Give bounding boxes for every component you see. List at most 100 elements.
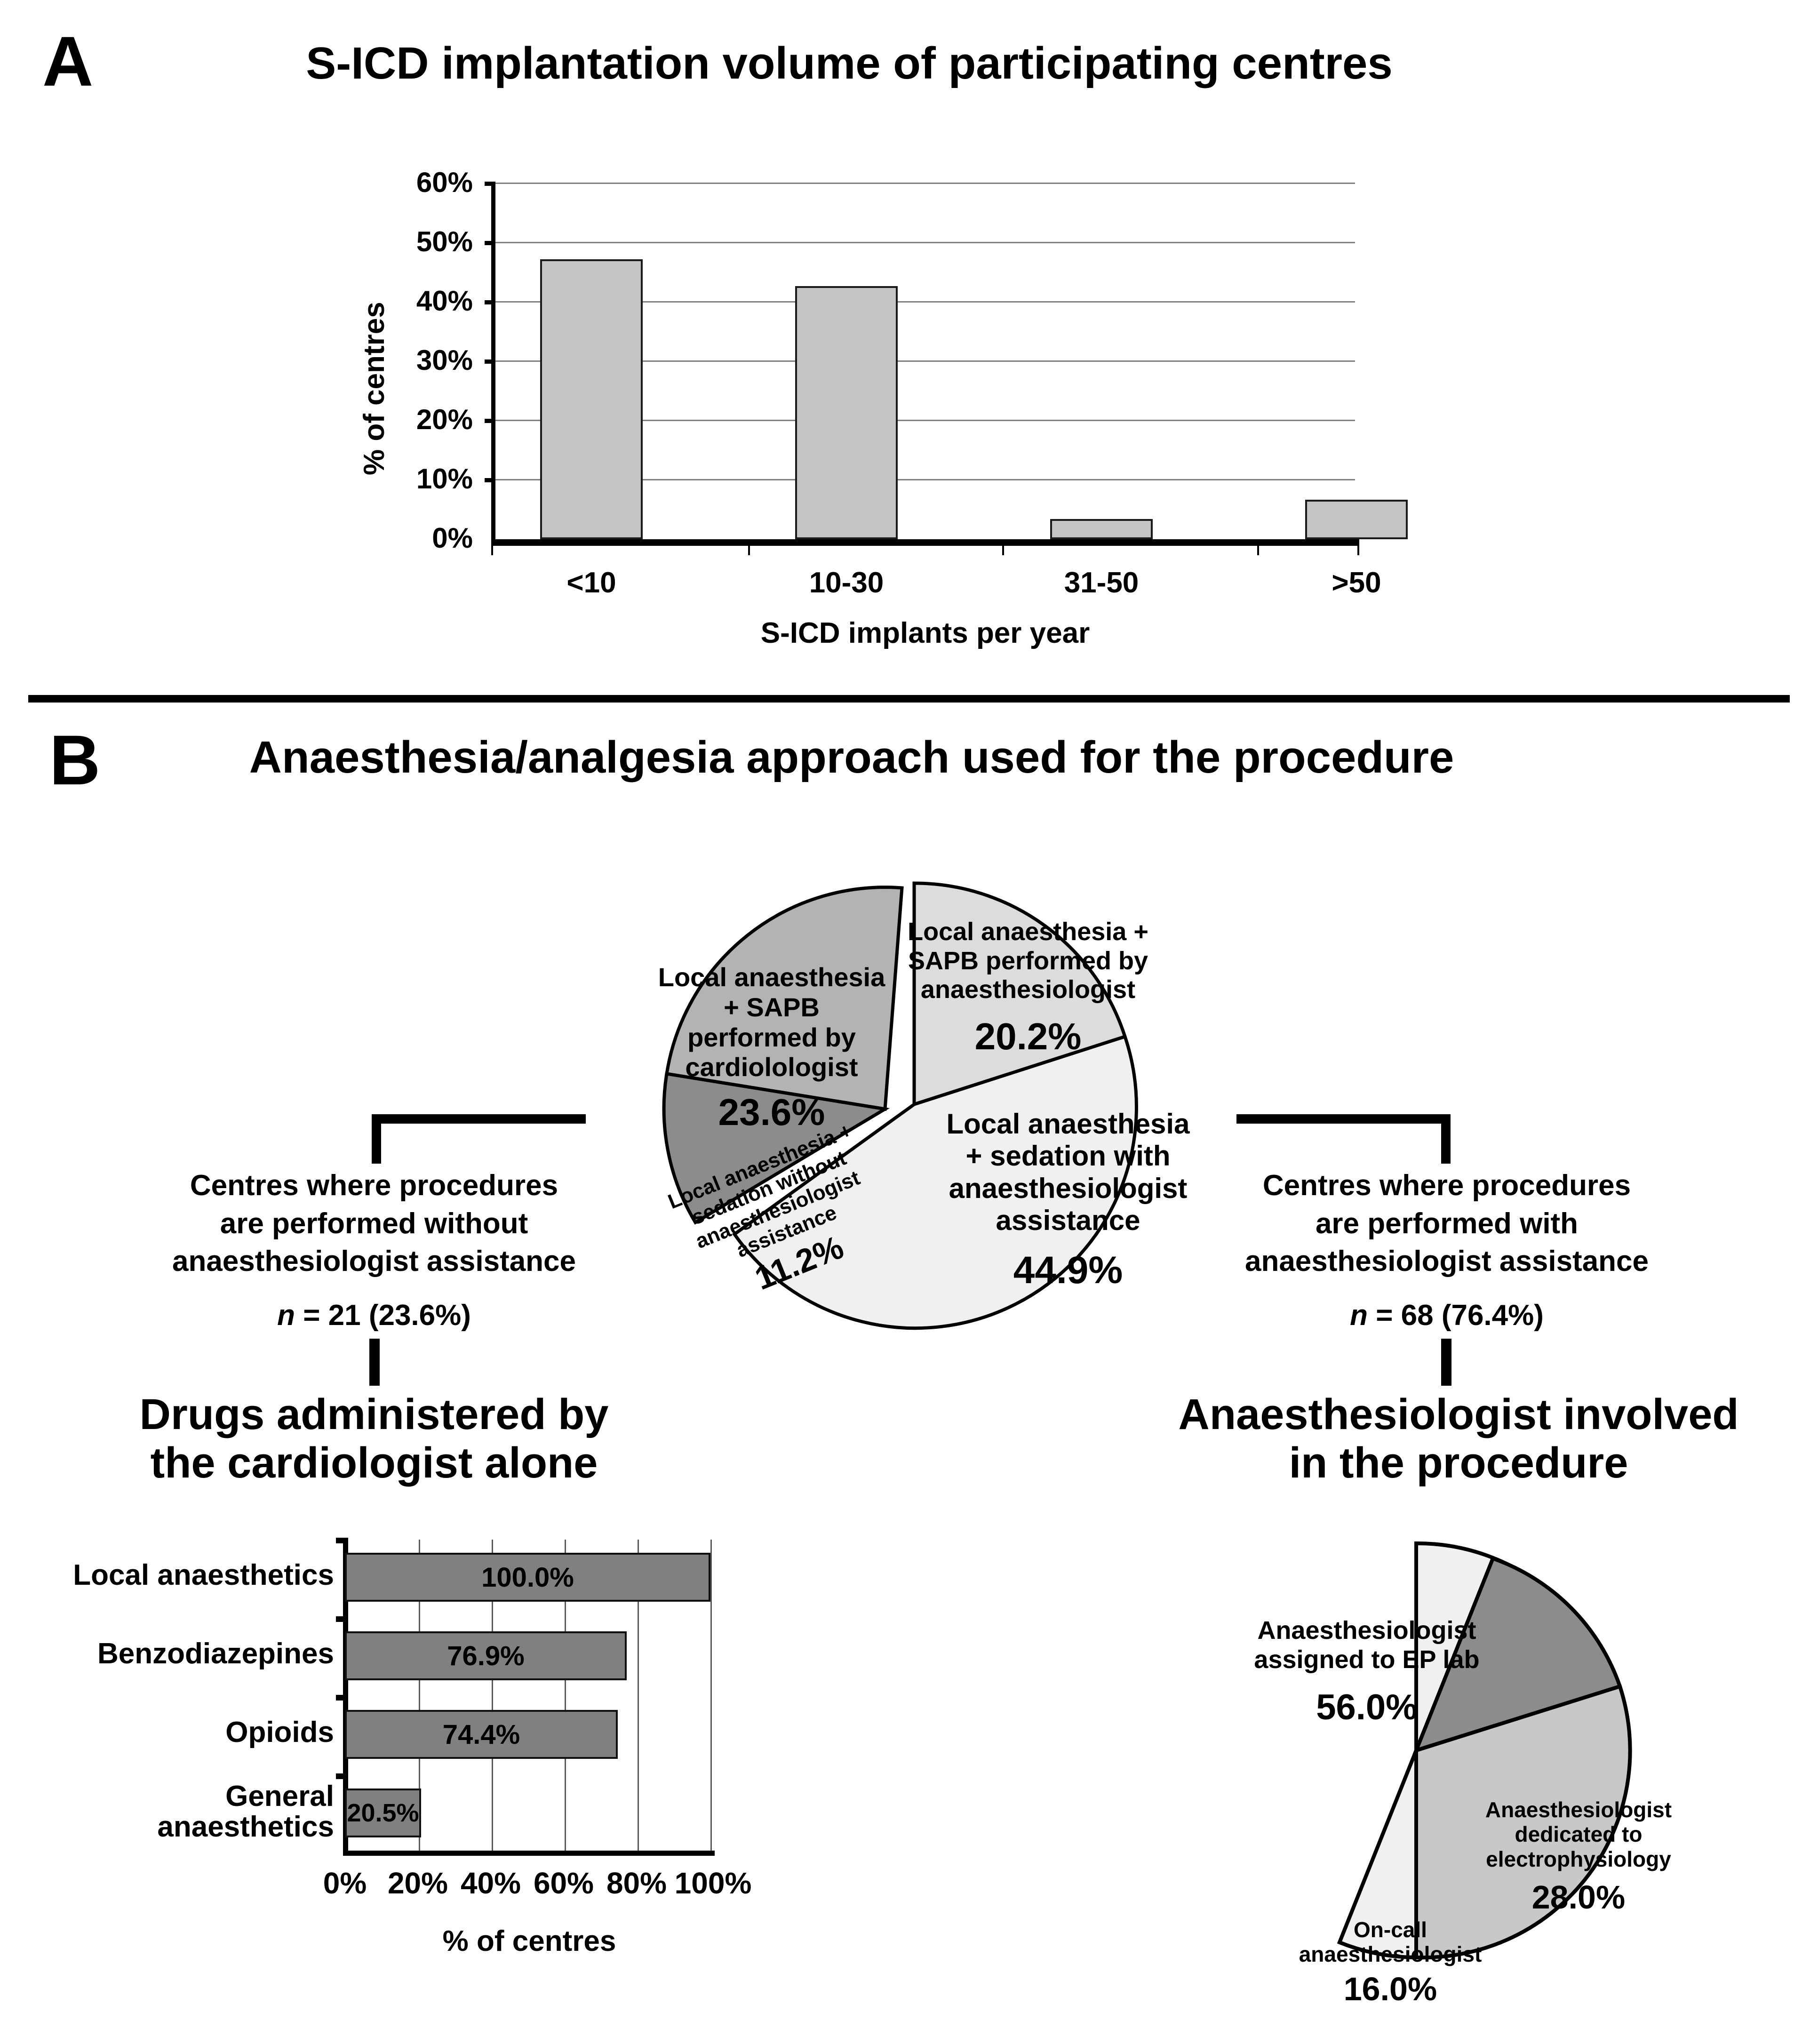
right-subtitle-line2: in the procedure (1289, 1439, 1628, 1487)
hb-gridline-20 (419, 1540, 420, 1852)
hb-bar-opioids: 74.4% (345, 1710, 618, 1759)
gridline-20 (494, 420, 1355, 421)
x-category-10-30: 10-30 (809, 567, 884, 599)
hb-category-opioids: Opioids (225, 1716, 334, 1749)
hb-gridline-100 (710, 1540, 712, 1852)
y-tick-label-40: 40% (416, 285, 473, 317)
y-tick-60 (485, 182, 494, 186)
slice-sedation-without-assistance (662, 1071, 890, 1225)
panel-b-letter: B (49, 720, 100, 799)
hb-x-tick-40: 40% (460, 1866, 521, 1900)
anaesthesia-approach-pie: Local anaesthesia + SAPB performed by an… (572, 826, 1230, 1414)
x-tick-3 (1257, 539, 1259, 555)
left-annotation-n: n = 21 (23.6%) (125, 1297, 623, 1335)
hb-x-tick-80: 80% (606, 1866, 667, 1900)
gridline-10 (494, 479, 1355, 480)
gridline-30 (494, 360, 1355, 362)
y-tick-label-50: 50% (416, 226, 473, 257)
y-tick-50 (485, 241, 494, 245)
slice-sapb-cardiologist (664, 886, 904, 1111)
right-annotation: Centres where procedures are performed w… (1197, 1167, 1696, 1334)
right-annotation-line3: anaesthesiologist assistance (1244, 1245, 1649, 1278)
bar-lt10 (540, 259, 643, 539)
left-annotation-n-value: = 21 (23.6%) (295, 1299, 471, 1332)
panel-a-x-axis (491, 539, 1359, 546)
left-annotation-line2: are performed without (220, 1207, 528, 1240)
hb-bar-benzodiazepines: 76.9% (345, 1631, 627, 1680)
y-tick-label-60: 60% (416, 167, 473, 198)
gridline-50 (494, 242, 1355, 243)
y-tick-label-20: 20% (416, 404, 473, 435)
left-annotation-line1: Centres where procedures (190, 1169, 558, 1202)
x-category-gt50: >50 (1332, 567, 1381, 599)
panel-a-letter: A (42, 22, 93, 101)
bar-gt50 (1305, 500, 1408, 539)
hb-x-tick-20: 20% (387, 1866, 448, 1900)
left-bracket-vertical (372, 1114, 381, 1164)
right-bracket-vertical (1441, 1114, 1451, 1164)
x-category-31-50: 31-50 (1064, 567, 1139, 599)
hb-y-tick-3 (336, 1773, 346, 1779)
right-connector-stem (1441, 1339, 1451, 1386)
hb-x-tick-0: 0% (323, 1866, 367, 1900)
hb-gridline-60 (565, 1540, 566, 1852)
y-tick-label-30: 30% (416, 344, 473, 376)
hb-value-label: 20.5% (347, 1799, 419, 1827)
hb-gridline-80 (638, 1540, 639, 1852)
panel-a-title: S-ICD implantation volume of participati… (306, 38, 1393, 88)
hb-x-tick-100: 100% (674, 1866, 752, 1900)
hb-value-label: 74.4% (442, 1719, 520, 1750)
right-bracket-horizontal (1236, 1114, 1451, 1124)
left-annotation-n-symbol: n (277, 1299, 295, 1332)
left-annotation: Centres where procedures are performed w… (125, 1167, 623, 1334)
hb-y-tick-1 (336, 1616, 346, 1622)
hb-bar-local-anaesthetics: 100.0% (345, 1553, 710, 1602)
x-category-lt10: <10 (566, 567, 616, 599)
right-annotation-n-value: = 68 (76.4%) (1367, 1299, 1544, 1332)
gridline-40 (494, 301, 1355, 303)
right-annotation-n-symbol: n (1350, 1299, 1368, 1332)
y-tick-10 (485, 478, 494, 482)
slice-sedation-with-assistance (732, 1034, 1138, 1330)
slice-sapb-anaesthesiologist (912, 881, 1127, 1107)
bar-31-50 (1050, 519, 1153, 539)
y-tick-30 (485, 359, 494, 364)
hb-value-label: 76.9% (447, 1640, 525, 1671)
pie-svg (662, 881, 1138, 1330)
drugs-chart-x-axis (343, 1851, 715, 1856)
panel-a-y-axis-title: % of centres (358, 302, 391, 475)
slice-dedicated-to-electrophysiology (1414, 1684, 1632, 1960)
hb-x-tick-60: 60% (533, 1866, 594, 1900)
bar-10-30 (795, 286, 898, 539)
x-tick-2 (1002, 539, 1004, 555)
hb-y-tick-2 (336, 1695, 346, 1701)
hb-category-general-anaesthetics: General anaesthetics (157, 1780, 334, 1844)
hb-bar-general-anaesthetics: 20.5% (345, 1788, 421, 1837)
left-bracket-horizontal (372, 1114, 586, 1124)
left-annotation-line3: anaesthesiologist assistance (172, 1245, 576, 1278)
right-subtitle: Anaesthesiologist involved in the proced… (1129, 1390, 1788, 1487)
left-subtitle-line1: Drugs administered by (139, 1390, 609, 1438)
hb-y-tick-0 (336, 1538, 346, 1543)
hb-gridline-40 (492, 1540, 493, 1852)
hb-category-benzodiazepines: Benzodiazepines (97, 1637, 334, 1670)
panel-divider (28, 695, 1790, 703)
right-annotation-n: n = 68 (76.4%) (1197, 1297, 1696, 1335)
y-tick-20 (485, 419, 494, 423)
right-subtitle-line1: Anaesthesiologist involved (1178, 1390, 1739, 1438)
right-annotation-line1: Centres where procedures (1262, 1169, 1631, 1202)
left-subtitle-line2: the cardiologist alone (150, 1439, 598, 1487)
panel-b-title: Anaesthesia/analgesia approach used for … (249, 732, 1454, 782)
x-tick-0 (491, 539, 493, 555)
right-annotation-line2: are performed with (1315, 1207, 1579, 1240)
y-tick-40 (485, 300, 494, 304)
anaesthesiologist-involvement-pie: Anaesthesiologist assigned to EP lab 56.… (1167, 1501, 1698, 2033)
left-connector-stem (369, 1339, 380, 1386)
left-subtitle: Drugs administered by the cardiologist a… (80, 1390, 668, 1487)
y-tick-label-0: 0% (432, 522, 473, 554)
panel-a-x-axis-title: S-ICD implants per year (760, 617, 1090, 649)
x-tick-4 (1357, 539, 1359, 555)
y-tick-label-10: 10% (416, 463, 473, 495)
hb-value-label: 100.0% (481, 1562, 574, 1593)
x-tick-1 (748, 539, 750, 555)
